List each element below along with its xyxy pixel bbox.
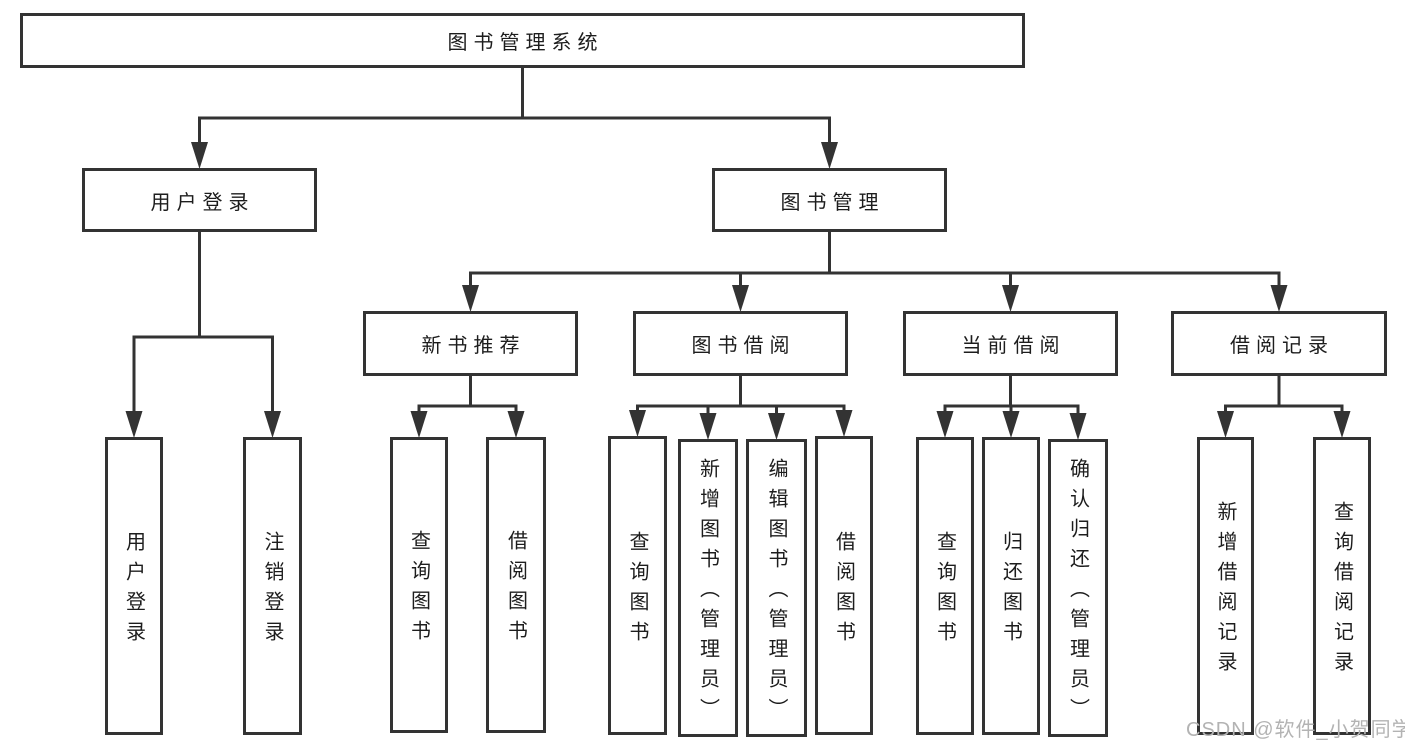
arrowhead-borrow-records	[1270, 285, 1288, 312]
node-label-nb-borrow-books: 借阅图书	[504, 530, 527, 650]
node-label-leaf-user-login: 用户登录	[122, 531, 145, 651]
node-label-bb-add-books: 新增图书（管理员）	[696, 458, 719, 728]
arrowhead-book-borrow	[732, 285, 749, 312]
arrowhead-bb-edit-books	[768, 413, 785, 440]
node-label-nb-query-books: 查询图书	[407, 530, 430, 650]
node-book-mgmt: 图书管理	[712, 168, 947, 232]
node-label-br-query-record: 查询借阅记录	[1330, 501, 1353, 681]
node-bb-edit-books: 编辑图书（管理员）	[746, 439, 807, 737]
arrowhead-book-mgmt	[821, 142, 838, 169]
node-cb-return-books: 归还图书	[982, 437, 1040, 735]
arrowhead-nb-borrow-books	[507, 411, 525, 438]
node-bb-add-books: 新增图书（管理员）	[678, 439, 738, 737]
node-user-login: 用户登录	[82, 168, 317, 232]
node-cb-query-books: 查询图书	[916, 437, 974, 735]
node-label-new-book-rec: 新书推荐	[421, 335, 526, 357]
node-new-book-rec: 新书推荐	[363, 311, 578, 376]
csdn-watermark: CSDN @软件_小贺同学	[1186, 719, 1405, 741]
node-nb-borrow-books: 借阅图书	[486, 437, 546, 733]
node-leaf-logout: 注销登录	[243, 437, 302, 735]
arrowhead-br-add-record	[1217, 411, 1234, 438]
arrowhead-bb-add-books	[699, 413, 717, 440]
arrowhead-nb-query-books	[410, 411, 428, 438]
arrowhead-bb-query-books	[629, 410, 646, 437]
node-label-leaf-logout: 注销登录	[261, 531, 283, 651]
arrowhead-cb-return-books	[1002, 411, 1020, 438]
node-leaf-user-login: 用户登录	[105, 437, 163, 735]
arrowhead-bb-borrow-books	[835, 410, 853, 437]
node-label-book-mgmt: 图书管理	[780, 191, 885, 214]
node-label-current-borrow: 当前借阅	[961, 335, 1066, 357]
arrowhead-user-login	[191, 142, 208, 169]
node-bb-borrow-books: 借阅图书	[815, 436, 873, 735]
node-nb-query-books: 查询图书	[390, 437, 448, 733]
arrowhead-current-borrow	[1002, 285, 1019, 312]
node-br-add-record: 新增借阅记录	[1197, 437, 1254, 735]
node-label-borrow-records: 借阅记录	[1230, 335, 1334, 357]
node-bb-query-books: 查询图书	[608, 436, 667, 735]
arrowhead-cb-query-books	[936, 411, 954, 438]
node-label-bb-edit-books: 编辑图书（管理员）	[765, 458, 787, 728]
node-label-cb-return-books: 归还图书	[999, 531, 1022, 651]
arrowhead-br-query-record	[1333, 411, 1351, 438]
node-current-borrow: 当前借阅	[903, 311, 1118, 376]
node-label-bb-borrow-books: 借阅图书	[832, 530, 855, 651]
node-cb-confirm-ret: 确认归还（管理员）	[1048, 439, 1108, 737]
node-label-root: 图书管理系统	[447, 32, 604, 54]
arrowhead-leaf-logout	[264, 411, 281, 438]
node-label-cb-query-books: 查询图书	[933, 531, 956, 651]
arrowhead-cb-confirm-ret	[1069, 413, 1087, 440]
node-borrow-records: 借阅记录	[1171, 311, 1387, 376]
arrowhead-leaf-user-login	[125, 411, 143, 438]
node-book-borrow: 图书借阅	[633, 311, 848, 376]
node-label-cb-confirm-ret: 确认归还（管理员）	[1066, 458, 1089, 728]
node-label-book-borrow: 图书借阅	[691, 335, 796, 357]
node-label-bb-query-books: 查询图书	[626, 530, 648, 651]
node-label-user-login: 用户登录	[150, 191, 255, 214]
node-br-query-record: 查询借阅记录	[1313, 437, 1371, 735]
node-root: 图书管理系统	[20, 13, 1025, 68]
arrowhead-new-book-rec	[462, 285, 479, 312]
node-label-br-add-record: 新增借阅记录	[1214, 501, 1236, 681]
